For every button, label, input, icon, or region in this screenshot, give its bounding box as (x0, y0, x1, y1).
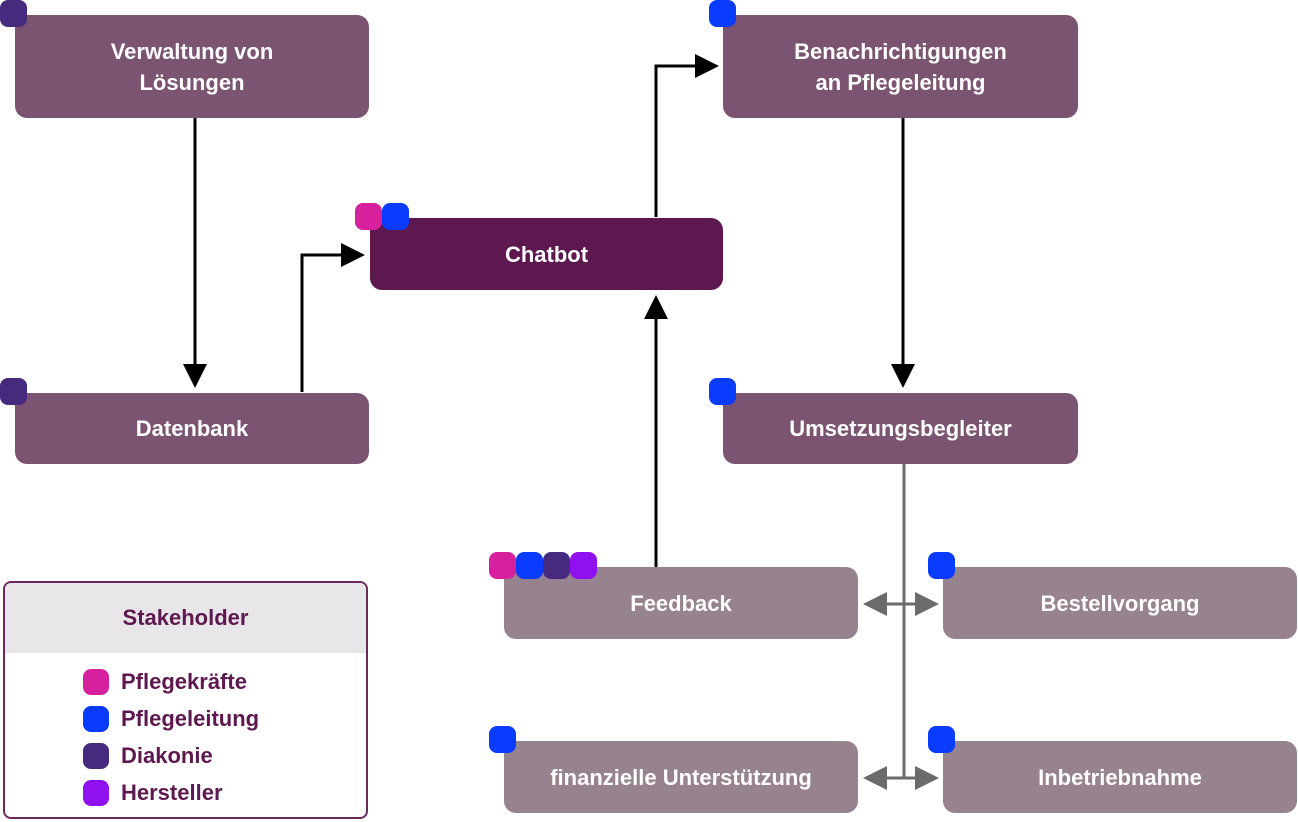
node-label: Inbetriebnahme (1038, 764, 1202, 790)
node-label: finanzielle Unterstützung (550, 764, 812, 790)
node-verwaltung-von-loesungen: Verwaltung von Lösungen (15, 15, 369, 118)
node-umsetzungsbegleiter: Umsetzungsbegleiter (723, 393, 1078, 464)
node-label: Benachrichtigungen an Pflegeleitung (794, 38, 1007, 95)
legend-list: Pflegekräfte Pflegeleitung Diakonie Hers… (5, 653, 366, 811)
node-feedback: Feedback (504, 567, 858, 639)
stakeholder-dot-pflegeleitung (382, 203, 409, 230)
legend-item-pflegekraefte: Pflegekräfte (83, 663, 366, 700)
legend-label: Pflegekräfte (121, 668, 247, 694)
legend-label: Diakonie (121, 742, 213, 768)
stakeholder-legend: Stakeholder Pflegekräfte Pflegeleitung D… (3, 581, 368, 819)
legend-item-diakonie: Diakonie (83, 737, 366, 774)
node-label: Verwaltung von Lösungen (110, 38, 274, 95)
node-bestellvorgang: Bestellvorgang (943, 567, 1297, 639)
node-label: Datenbank (135, 416, 249, 441)
legend-label: Hersteller (121, 779, 223, 805)
stakeholder-dot-pflegekraefte (355, 203, 382, 230)
node-benachrichtigungen: Benachrichtigungen an Pflegeleitung (723, 15, 1078, 118)
node-inbetriebnahme: Inbetriebnahme (943, 741, 1297, 813)
stakeholder-dot-pflegeleitung (489, 726, 516, 753)
legend-swatch (83, 742, 109, 769)
legend-label: Pflegeleitung (121, 705, 260, 731)
legend-title: Stakeholder (5, 583, 366, 653)
node-datenbank: Datenbank (15, 393, 369, 464)
stakeholder-dot-diakonie (543, 552, 570, 579)
edge-datenbank-chatbot (300, 243, 365, 392)
stakeholder-dot-pflegeleitung (928, 726, 955, 753)
node-finanzielle-unterstuetzung: finanzielle Unterstützung (504, 741, 858, 813)
stakeholder-dot-diakonie (0, 378, 27, 405)
node-label: Bestellvorgang (1040, 590, 1200, 616)
stakeholder-dot-pflegekraefte (489, 552, 516, 579)
stakeholder-dot-hersteller (570, 552, 597, 579)
stakeholder-dot-pflegeleitung (709, 0, 736, 27)
legend-item-pflegeleitung: Pflegeleitung (83, 700, 366, 737)
legend-swatch (83, 705, 109, 732)
legend-swatch (83, 668, 109, 695)
legend-item-hersteller: Hersteller (83, 774, 366, 811)
node-label: Feedback (630, 590, 732, 616)
node-chatbot: Chatbot (370, 218, 723, 290)
edge-chatbot-benachrichtigungen (654, 54, 719, 217)
stakeholder-dot-diakonie (0, 0, 27, 27)
node-label: Chatbot (504, 241, 589, 267)
stakeholder-dot-pflegeleitung (928, 552, 955, 579)
stakeholder-dot-pflegeleitung (516, 552, 543, 579)
node-label: Umsetzungsbegleiter (789, 416, 1012, 441)
legend-swatch (83, 779, 109, 806)
stakeholder-dot-pflegeleitung (709, 378, 736, 405)
